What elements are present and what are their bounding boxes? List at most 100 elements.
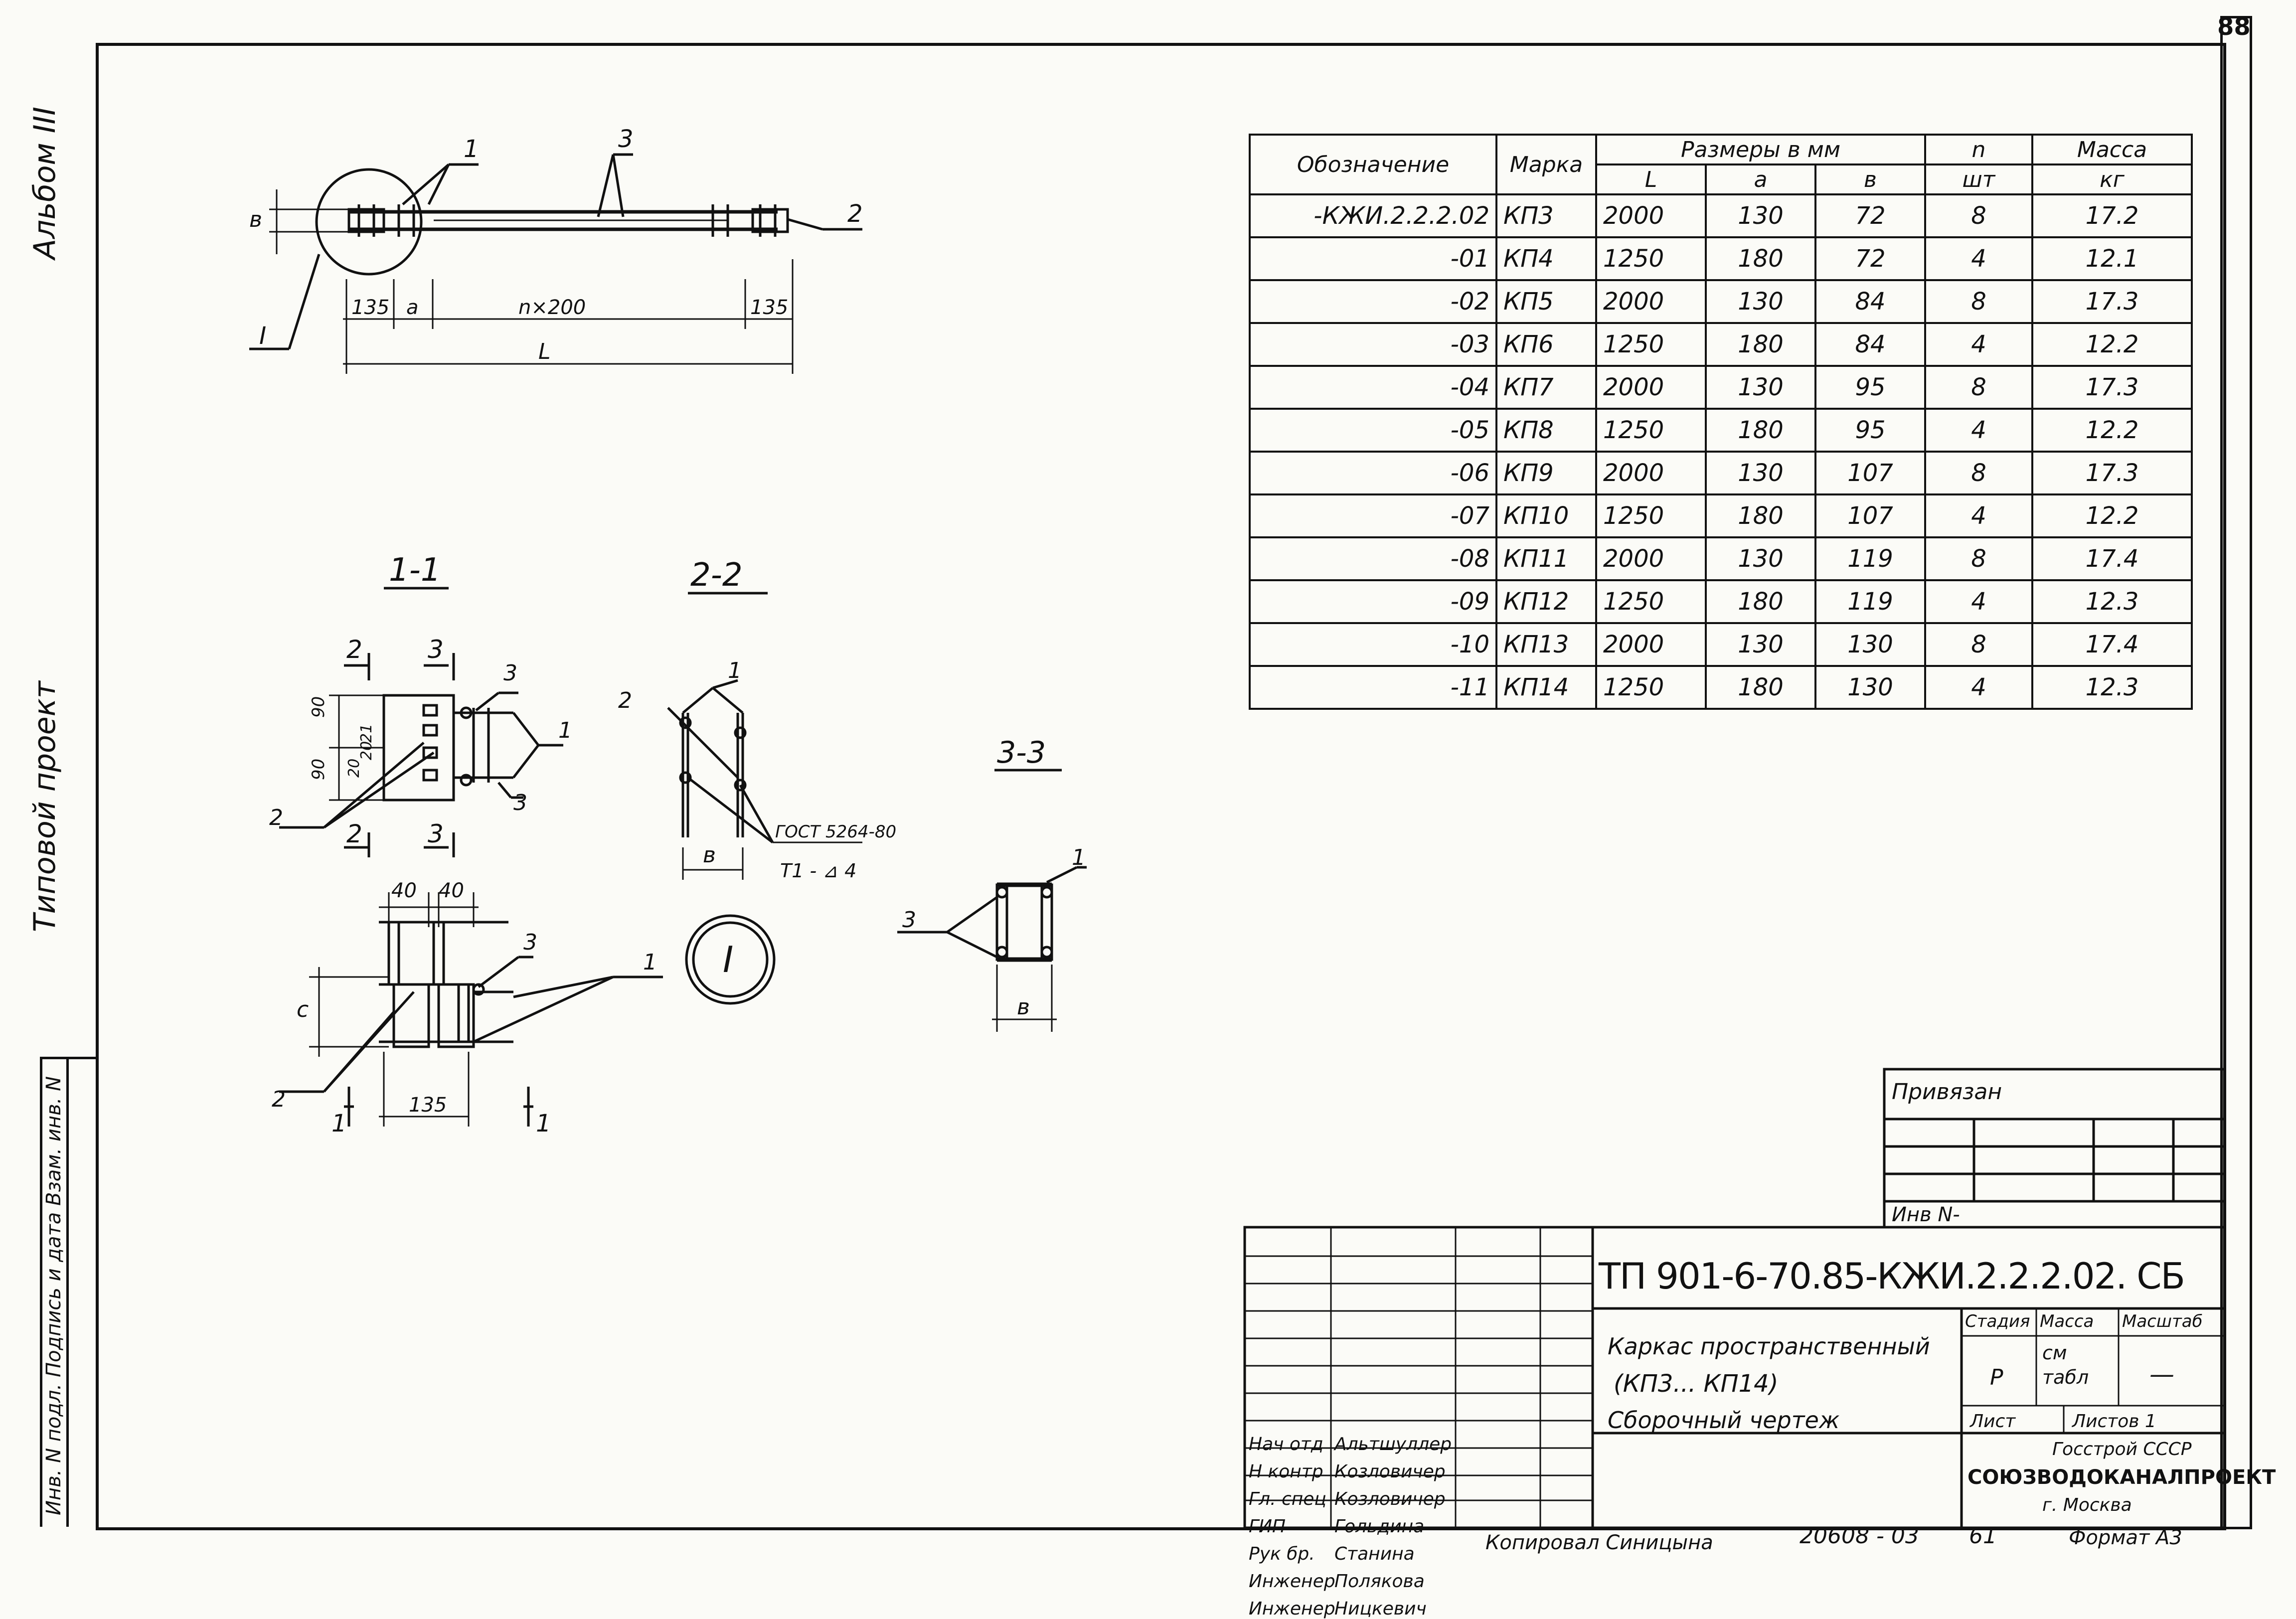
spec-cell-n: 8 <box>1924 279 2033 324</box>
elev-dim-135a: 135 <box>351 296 389 319</box>
spec-cell-mark: КП4 <box>1495 236 1597 281</box>
spec-cell-b: 107 <box>1814 493 1926 538</box>
plan-dim-40a: 40 <box>391 879 417 902</box>
s33-callout-3: 3 <box>902 907 916 933</box>
spec-cell-mark: КП12 <box>1495 579 1597 624</box>
staff-name: Козловичер <box>1334 1461 1446 1482</box>
stamp-column <box>40 1057 98 1527</box>
plan-dim-40b: 40 <box>439 879 464 902</box>
title-block: ТП 901-6-70.85-КЖИ.2.2.2.02. СБ Каркас п… <box>1245 1227 2276 1618</box>
s11-callout-1: 1 <box>558 718 572 743</box>
spec-cell-n: 8 <box>1924 365 2033 410</box>
spec-cell-mass: 12.2 <box>2031 322 2193 367</box>
spec-cell-a: 130 <box>1705 451 1816 495</box>
staff-role: Инженер <box>1249 1571 1335 1592</box>
spec-cell-designation: -11 <box>1249 665 1497 710</box>
stage-label: Стадия <box>1965 1311 2030 1331</box>
hdr-designation: Обозначение <box>1249 134 1497 195</box>
spec-cell-mark: КП9 <box>1495 451 1597 495</box>
spec-cell-n: 8 <box>1924 193 2033 238</box>
scale-label: Масштаб <box>2122 1311 2203 1331</box>
spec-cell-L: 1250 <box>1595 236 1707 281</box>
spec-cell-L: 2000 <box>1595 622 1707 667</box>
spec-cell-mass: 12.3 <box>2031 579 2193 624</box>
scale-value: — <box>2149 1360 2174 1389</box>
spec-cell-mass: 17.3 <box>2031 279 2193 324</box>
spec-cell-a: 180 <box>1705 579 1816 624</box>
s11-cut-3a: 3 <box>428 635 444 664</box>
staff-role: Нач отд <box>1249 1434 1323 1455</box>
org-3: г. Москва <box>2042 1495 2132 1515</box>
spec-cell-designation: -01 <box>1249 236 1497 281</box>
s22-weld-std: ГОСТ 5264-80 <box>775 822 896 842</box>
spec-cell-a: 130 <box>1705 279 1816 324</box>
footer-page: 61 <box>1969 1523 1997 1549</box>
spec-cell-L: 2000 <box>1595 536 1707 581</box>
plan-dim-c: с <box>297 997 309 1022</box>
plan-view: 40 40 135 с 3 1 2 1 1 <box>272 879 663 1137</box>
elev-dim-a: a <box>406 296 419 319</box>
stage-value: Р <box>1990 1365 2003 1390</box>
section-2-2-title: 2-2 <box>690 557 743 594</box>
s11-dim-20b: 20 <box>358 741 375 760</box>
s11-dim-90a: 90 <box>309 696 328 718</box>
spec-cell-designation: -06 <box>1249 451 1497 495</box>
drawing-code: ТП 901-6-70.85-КЖИ.2.2.2.02. СБ <box>1599 1255 2185 1297</box>
top-right-mark: 88 <box>2217 13 2251 41</box>
hdr-b: в <box>1814 163 1926 195</box>
spec-cell-b: 72 <box>1814 236 1926 281</box>
spec-cell-n: 4 <box>1924 665 2033 710</box>
spec-cell-a: 130 <box>1705 622 1816 667</box>
spec-cell-mass: 12.2 <box>2031 408 2193 453</box>
spec-cell-designation: -10 <box>1249 622 1497 667</box>
spec-cell-b: 107 <box>1814 451 1926 495</box>
spec-cell-mark: КП11 <box>1495 536 1597 581</box>
elev-callout-1: 3 <box>618 125 634 153</box>
section-1-1: 1-1 2 3 2 3 3 3 1 2 90 90 20 20 2 <box>269 552 572 857</box>
s11-callout-2: 2 <box>269 805 283 830</box>
spec-cell-designation: -08 <box>1249 536 1497 581</box>
spec-cell-mass: 17.3 <box>2031 451 2193 495</box>
elevation-view: 1 3 2 I в 135 a n×200 135 L <box>249 125 863 374</box>
spec-cell-a: 130 <box>1705 365 1816 410</box>
spec-cell-a: 180 <box>1705 493 1816 538</box>
spec-cell-b: 119 <box>1814 579 1926 624</box>
spec-cell-n: 8 <box>1924 451 2033 495</box>
spec-cell-b: 72 <box>1814 193 1926 238</box>
hdr-mark: Марка <box>1495 134 1597 195</box>
spec-cell-n: 4 <box>1924 579 2033 624</box>
elev-dim-L: L <box>538 339 551 364</box>
elev-dim-b: в <box>249 207 262 232</box>
binding-title: Привязан <box>1892 1079 2002 1105</box>
binding-inv: Инв N- <box>1892 1203 1960 1226</box>
spec-cell-designation: -04 <box>1249 365 1497 410</box>
spec-cell-mass: 12.3 <box>2031 665 2193 710</box>
spec-cell-L: 2000 <box>1595 451 1707 495</box>
spec-cell-mark: КП14 <box>1495 665 1597 710</box>
drawing-name-3: Сборочный чертеж <box>1608 1407 1840 1434</box>
detail-mark-label: I <box>723 939 733 980</box>
spec-cell-mass: 17.2 <box>2031 193 2193 238</box>
right-border-strip <box>2220 16 2252 1529</box>
mass-label: Масса <box>2040 1311 2094 1331</box>
footer-format: Формат А3 <box>2069 1526 2182 1549</box>
elev-dim-135b: 135 <box>750 296 788 319</box>
staff-name: Альтшуллер <box>1334 1434 1452 1455</box>
plan-callout-2: 2 <box>272 1087 286 1112</box>
s11-callout-3a: 3 <box>503 660 517 686</box>
spec-cell-designation: -КЖИ.2.2.2.02 <box>1249 193 1497 238</box>
detail-mark: I <box>685 914 776 1005</box>
elev-callout-2: 2 <box>847 200 863 228</box>
hdr-sizes: Размеры в мм <box>1595 134 1926 165</box>
spec-cell-mass: 12.1 <box>2031 236 2193 281</box>
s11-dim-20a: 20 <box>345 759 363 778</box>
plan-dim-135: 135 <box>409 1094 447 1117</box>
s11-cut-2a: 2 <box>346 635 362 664</box>
spec-cell-b: 130 <box>1814 622 1926 667</box>
hdr-L: L <box>1595 163 1707 195</box>
plan-callout-3: 3 <box>523 930 537 955</box>
spec-cell-a: 180 <box>1705 665 1816 710</box>
mass-value: см табл <box>2042 1342 2089 1389</box>
